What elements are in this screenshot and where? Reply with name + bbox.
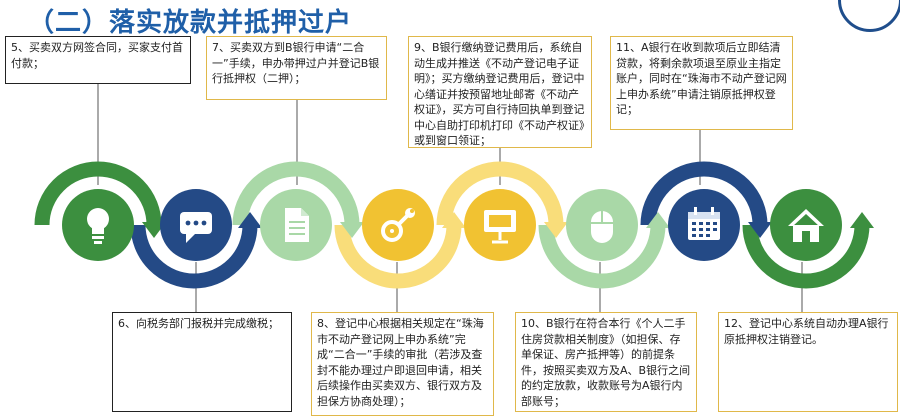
arc-step-11 [640,161,768,226]
arc-step-8 [334,224,462,289]
mouse-icon [591,211,613,243]
arrow-head-3 [340,222,364,238]
presentation-board-icon [484,210,516,244]
step-6-text: 6、向税务部门报税并完成缴税； [118,317,279,330]
step-8-text: 8、登记中心根据相关规定在“珠海市不动产登记网上申办系统”完成“二合一”手续的审… [317,317,484,408]
wrench-gear-icon [381,208,415,242]
step-5-text: 5、买卖双方网签合同，买家支付首付款； [11,41,183,70]
house-icon [788,209,824,242]
calendar-icon [688,207,720,240]
arrow-head-5 [544,222,568,238]
arrow-head-1 [142,222,166,238]
arc-step-10 [538,224,666,289]
arrow-head-2 [238,212,262,228]
arrow-head-7 [748,222,772,238]
step-10-text: 10、B银行在符合本行《个人二手住房贷款相关制度》（如担保、存单保证、房产抵押等… [521,317,691,408]
arc-step-6 [130,224,258,289]
step-11-text: 11、A银行在收到款项后立即结清贷款，将剩余款项退至原业主指定账户，同时在“珠海… [616,41,787,116]
step-12-box: 12、登记中心系统自动办理A银行原抵押权注销登记。 [718,312,898,412]
document-icon [285,208,309,242]
chat-bubble-icon [180,212,212,243]
step-9-text: 9、B银行缴纳登记费用后，系统自动生成并推送《不动产登记电子证明》；买方缴纳登记… [414,41,585,147]
arc-step-5 [34,161,162,226]
page-title: （二）落实放款并抵押过户 [28,8,353,38]
step-6-box: 6、向税务部门报税并完成缴税； [112,312,292,412]
arrow-head-4 [442,212,466,228]
arc-step-7 [232,161,360,226]
arrow-head-6 [646,212,670,228]
lightbulb-icon [87,208,109,244]
step-7-text: 7、买卖双方到B银行申请“二合一”手续，申办带押过户并登记B银行抵押权（二押）； [212,41,380,85]
step-5-box: 5、买卖双方网签合同，买家支付首付款； [5,36,191,84]
step-7-box: 7、买卖双方到B银行申请“二合一”手续，申办带押过户并登记B银行抵押权（二押）； [206,36,387,100]
step-10-box: 10、B银行在符合本行《个人二手住房贷款相关制度》（如担保、存单保证、房产抵押等… [515,312,697,412]
step-12-text: 12、登记中心系统自动办理A银行原抵押权注销登记。 [724,317,889,346]
arc-step-12 [742,224,870,289]
step-8-box: 8、登记中心根据相关规定在“珠海市不动产登记网上申办系统”完成“二合一”手续的审… [311,312,494,416]
step-11-box: 11、A银行在收到款项后立即结清贷款，将剩余款项退至原业主指定账户，同时在“珠海… [610,36,793,130]
step-9-box: 9、B银行缴纳登记费用后，系统自动生成并推送《不动产登记电子证明》；买方缴纳登记… [408,36,592,148]
arrow-heads [142,212,874,238]
arrow-head-8 [850,212,874,228]
arc-step-9 [436,161,564,226]
